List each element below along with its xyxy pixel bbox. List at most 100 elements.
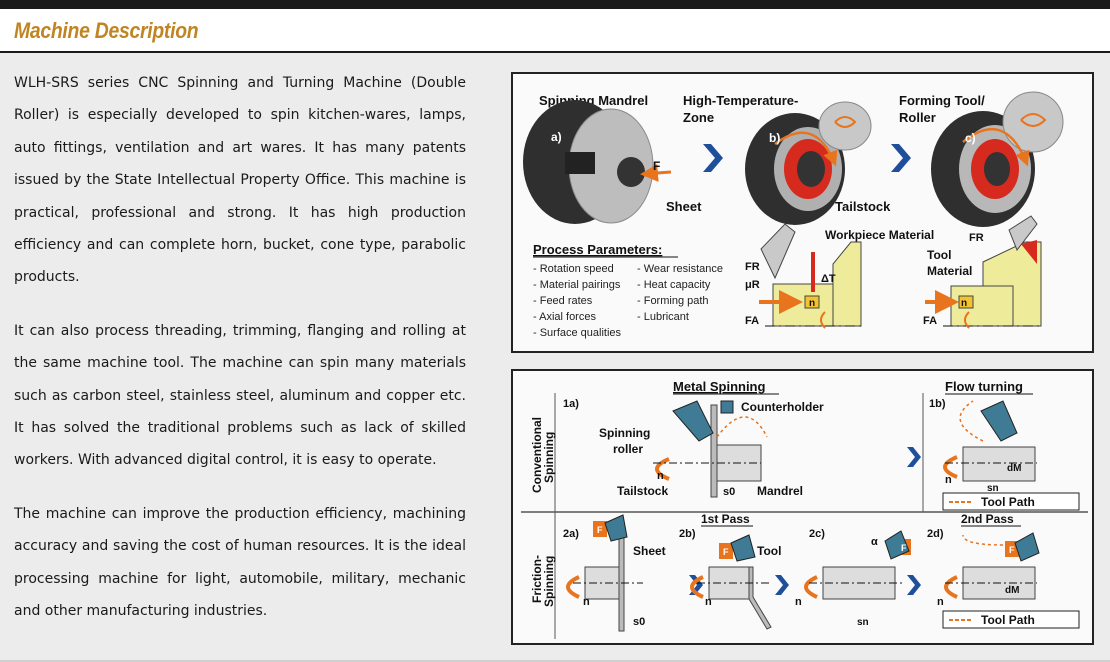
chevron-right-icon [907, 575, 921, 595]
workpiece-material-label: Workpiece Material [825, 228, 934, 242]
fa-label: FA [745, 315, 759, 327]
mandrel-label: Mandrel [757, 484, 803, 498]
description-paragraph: WLH-SRS series CNC Spinning and Turning … [14, 75, 466, 286]
sheet-label: Sheet [666, 199, 702, 214]
counterholder-label: Counterholder [741, 400, 824, 414]
spinning-process-figure: Spinning Mandrel High-Temperature- Zone … [511, 72, 1094, 353]
fr-label: FR [969, 232, 984, 244]
sn-label: sn [857, 617, 869, 628]
force-f-label: F [653, 159, 660, 173]
bottom-rule [0, 660, 1110, 662]
step-1b-label: 1b) [929, 398, 946, 410]
metal-spinning-title: Metal Spinning [673, 379, 766, 394]
f-label: F [1009, 545, 1015, 555]
tool-material-label: Material [927, 264, 972, 278]
friction-step-2a: 2a) Sheet n s0 F [563, 514, 666, 632]
tool-material-detail: FR Tool Material n FA [923, 215, 1043, 329]
friction-step-2d: 2d) 2nd Pass n dM F Tool Path [927, 512, 1080, 629]
dm-label: dM [1005, 585, 1019, 596]
conventional-spinning-label: Spinning [542, 432, 556, 483]
friction-step-2b: 2b) 1st Pass Tool n F [679, 512, 781, 630]
n-label: n [705, 596, 712, 608]
friction-spinning-label: Spinning [542, 556, 556, 607]
flow-turning-illustration: 1b) n dM sn Tool Path [929, 398, 1080, 511]
stage-c-illustration: c) [931, 91, 1064, 227]
section-title: Machine Description [14, 18, 199, 43]
step-2d-label: 2d) [927, 528, 944, 540]
process-parameters-heading: Process Parameters: [533, 242, 662, 257]
parameter-item: - Wear resistance [637, 263, 723, 275]
fa-label: FA [923, 315, 937, 327]
spinning-variants-diagram: Metal Spinning Flow turning Conventional… [521, 379, 1088, 639]
n-label: n [657, 470, 664, 482]
step-2a-label: 2a) [563, 528, 579, 540]
conventional-spinning-illustration: 1a) Counterholder Spinning roller n Tail… [563, 398, 824, 498]
tool-contact-detail: Workpiece Material FR μR ΔT n FA [745, 223, 934, 329]
step-2b-label: 2b) [679, 528, 696, 540]
spinning-variants-figure: Metal Spinning Flow turning Conventional… [511, 369, 1094, 645]
f-label: F [723, 547, 729, 557]
step-a-label: a) [551, 130, 562, 144]
friction-step-2c: 2c) α n sn F [795, 528, 911, 628]
high-temp-label: Zone [683, 110, 714, 125]
description-paragraph: The machine can improve the production e… [14, 505, 466, 620]
parameter-item: - Forming path [637, 295, 709, 307]
first-pass-label: 1st Pass [701, 512, 750, 526]
chevron-right-icon [775, 575, 789, 595]
mu-r-label: μR [745, 279, 760, 291]
sn-label: sn [987, 483, 999, 494]
chevron-right-icon [907, 447, 921, 467]
spinning-roller-label: roller [613, 442, 643, 456]
delta-t-label: ΔT [821, 273, 836, 285]
dm-label: dM [1007, 463, 1021, 474]
forming-tool-label: Roller [899, 110, 936, 125]
top-rule [0, 0, 1110, 9]
flow-turning-title: Flow turning [945, 379, 1023, 394]
f-label: F [901, 543, 907, 553]
stage-b-illustration: b) Tailstock [745, 101, 891, 225]
n-label: n [937, 596, 944, 608]
fr-label: FR [745, 261, 760, 273]
s0-label: s0 [633, 616, 645, 628]
forming-tool-label: Forming Tool/ [899, 93, 985, 108]
n-label: n [961, 298, 967, 309]
high-temp-label: High-Temperature- [683, 93, 798, 108]
n-label: n [795, 596, 802, 608]
n-label: n [809, 298, 815, 309]
s0-label: s0 [723, 486, 735, 498]
parameter-item: - Axial forces [533, 311, 596, 323]
f-label: F [597, 525, 603, 535]
sheet-label: Sheet [633, 544, 666, 558]
step-b-label: b) [769, 131, 780, 145]
title-bar: Machine Description [0, 9, 1110, 53]
parameter-item: - Material pairings [533, 279, 621, 291]
description-text: WLH-SRS series CNC Spinning and Turning … [14, 67, 466, 649]
spinning-roller-label: Spinning [599, 426, 650, 440]
step-c-label: c) [965, 131, 976, 145]
chevron-right-icon [891, 144, 911, 172]
step-1a-label: 1a) [563, 398, 579, 410]
n-label: n [945, 474, 952, 486]
parameter-item: - Rotation speed [533, 263, 614, 275]
parameter-item: - Lubricant [637, 311, 689, 323]
parameter-item: - Feed rates [533, 295, 593, 307]
tailstock-label: Tailstock [617, 484, 668, 498]
parameter-item: - Surface qualities [533, 327, 622, 339]
spinning-process-diagram: Spinning Mandrel High-Temperature- Zone … [523, 91, 1064, 339]
parameter-item: - Heat capacity [637, 279, 711, 291]
stage-a-illustration: a) F Sheet [523, 100, 702, 224]
conventional-spinning-label: Conventional [530, 417, 544, 493]
tool-path-legend: Tool Path [981, 495, 1035, 509]
step-2c-label: 2c) [809, 528, 825, 540]
alpha-label: α [871, 536, 878, 548]
tool-material-label: Tool [927, 248, 951, 262]
friction-spinning-label: Friction- [530, 555, 544, 603]
second-pass-label: 2nd Pass [961, 512, 1014, 526]
n-label: n [583, 596, 590, 608]
tailstock-label: Tailstock [835, 199, 891, 214]
tool-path-legend: Tool Path [981, 613, 1035, 627]
chevron-right-icon [703, 144, 723, 172]
description-paragraph: It can also process threading, trimming,… [14, 322, 466, 469]
tool-label: Tool [757, 544, 781, 558]
